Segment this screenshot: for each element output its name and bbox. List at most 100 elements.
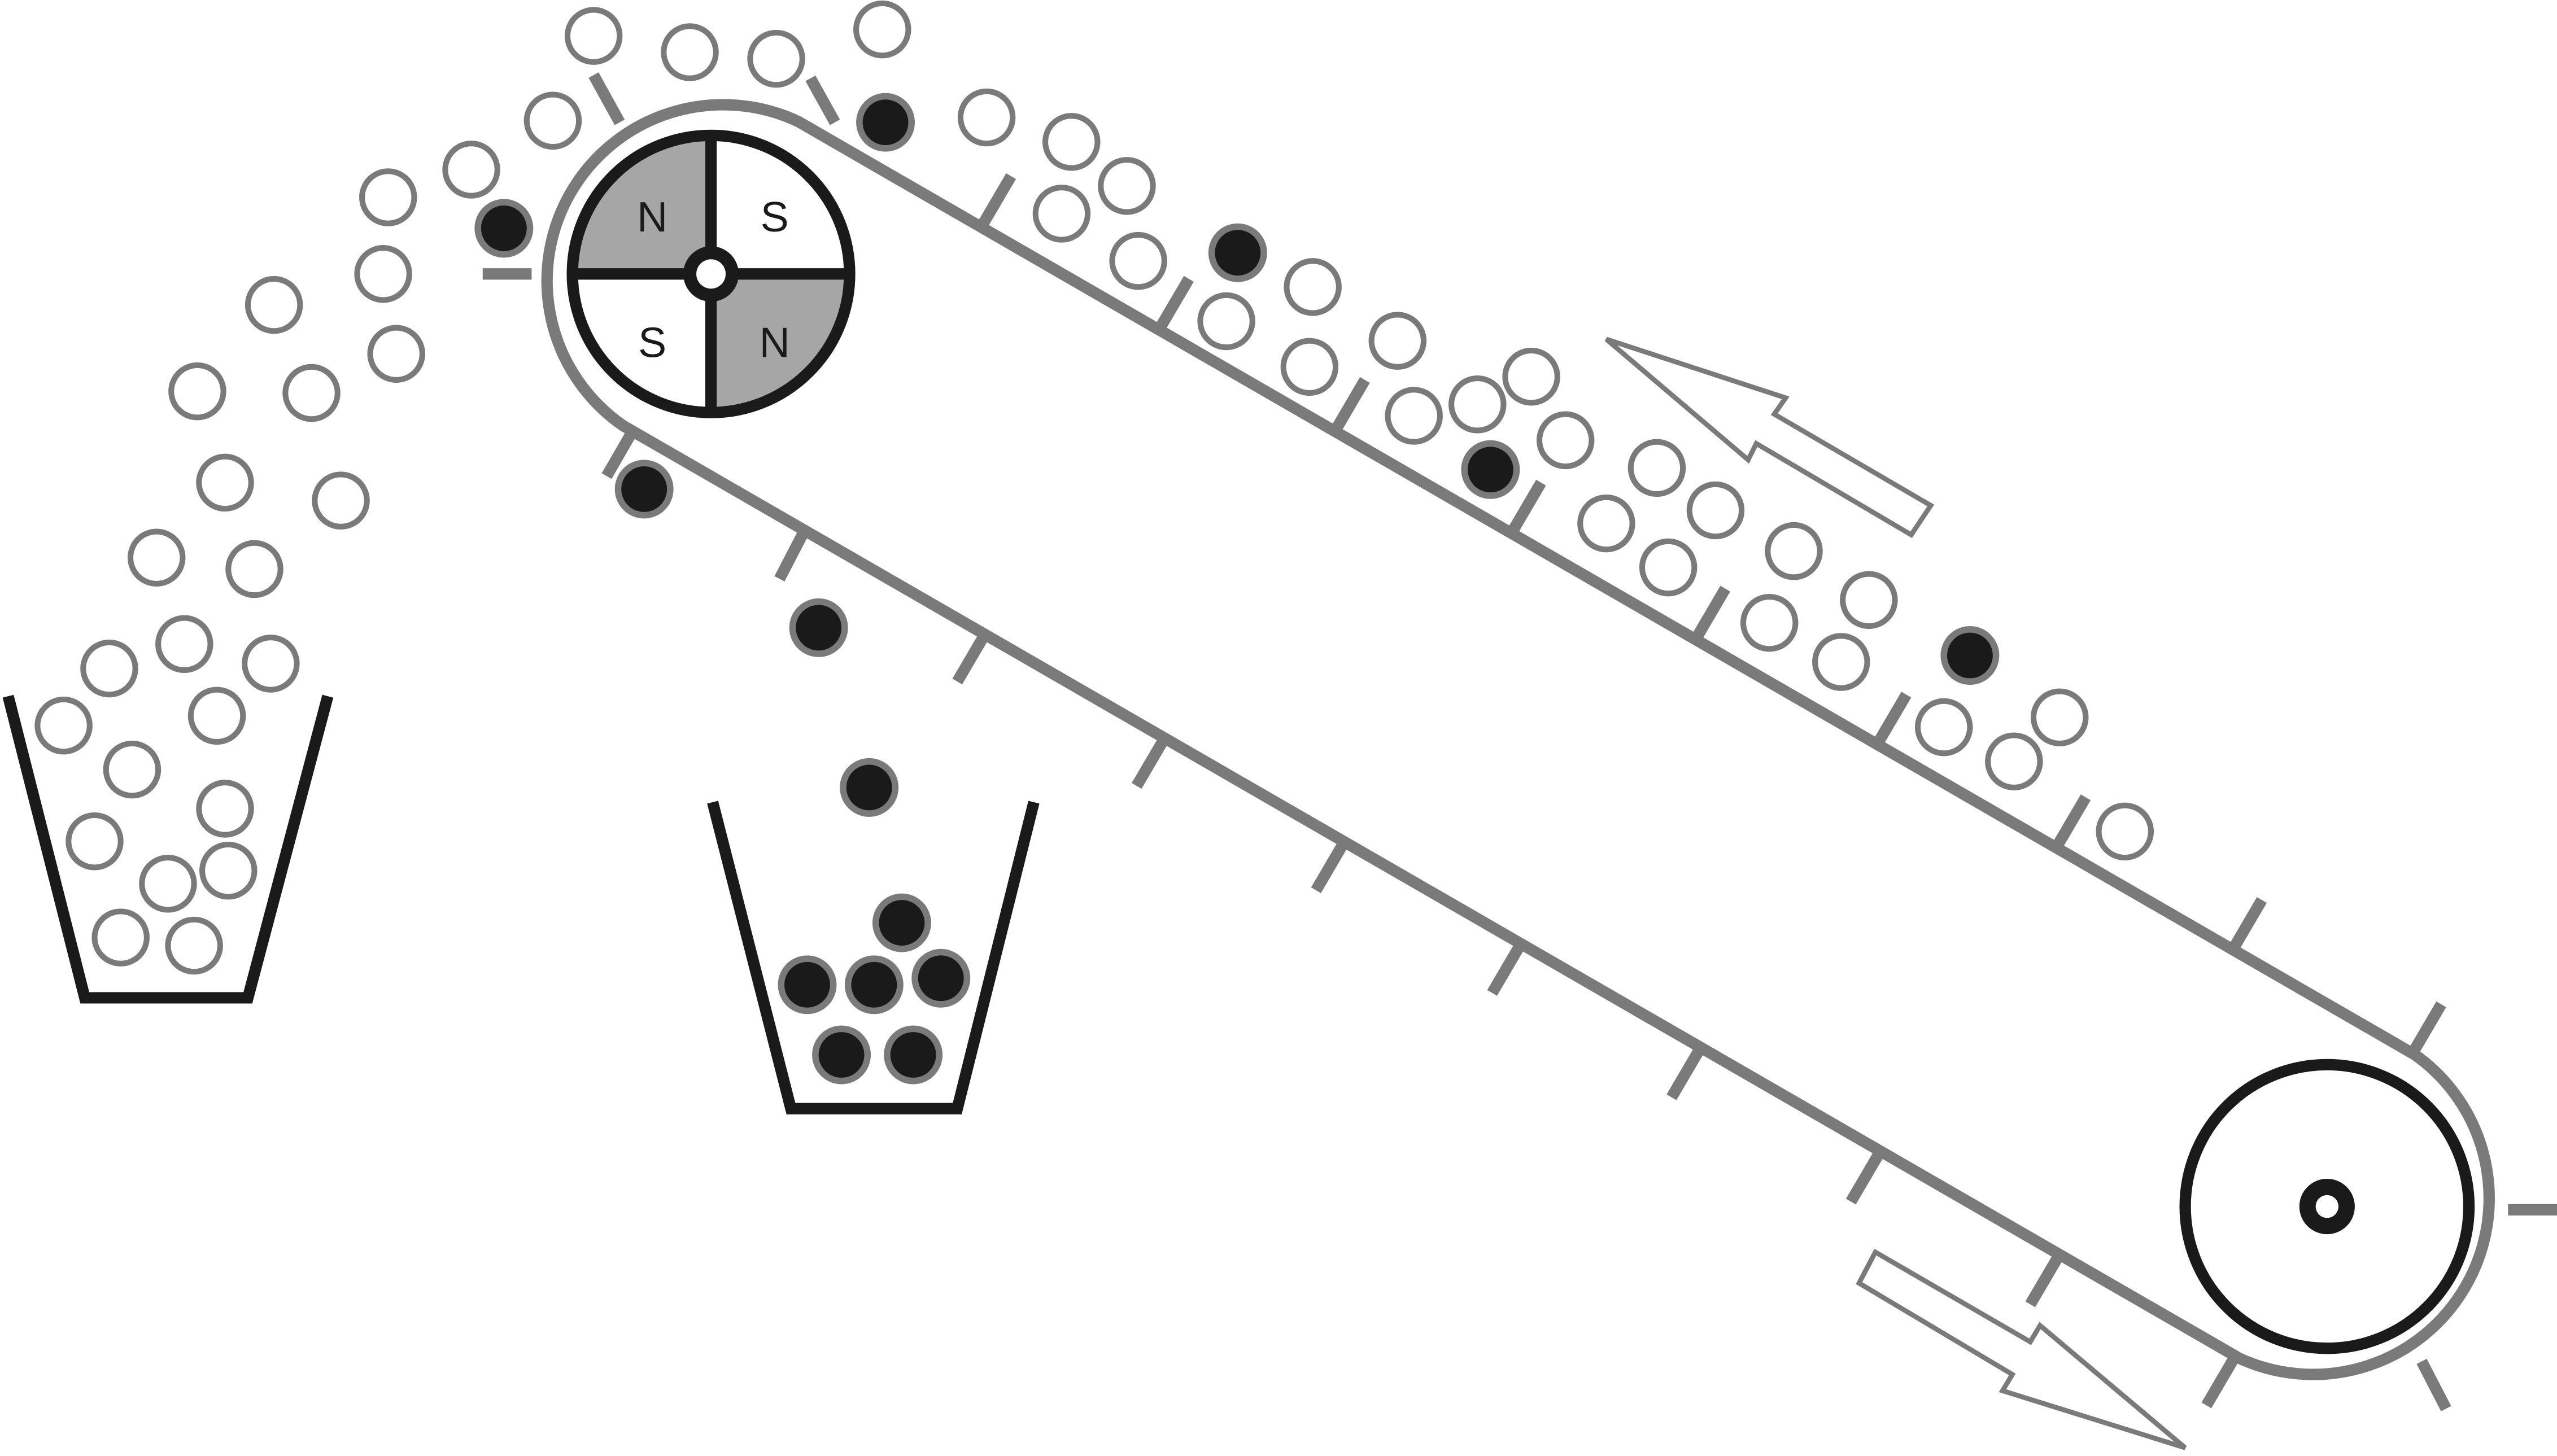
- magnetic-particle: [884, 1025, 943, 1085]
- nonmagnetic-particle: [747, 29, 805, 88]
- nonmagnetic-particle: [1840, 571, 1898, 629]
- magnetic-bin: [707, 801, 1040, 1114]
- nonmagnetic-particle: [91, 908, 150, 967]
- nonmagnetic-particle: [523, 91, 582, 150]
- nonmagnetic-particle: [957, 88, 1016, 147]
- belt-cleat: [1692, 585, 1730, 639]
- nonmagnetic-particle: [1639, 538, 1698, 597]
- belt-cleat: [2408, 1001, 2446, 1055]
- belt-cleat: [1132, 736, 1170, 789]
- nonmagnetic-particle: [1686, 481, 1745, 540]
- belt-cleat: [2229, 897, 2267, 951]
- nonmagnetic-particle: [127, 528, 186, 587]
- pole-label-top-right: S: [761, 193, 789, 241]
- belt-cleat: [978, 173, 1016, 226]
- magnetic-particle: [856, 93, 915, 152]
- nonmagnetic-particle: [1577, 494, 1635, 553]
- nonmagnetic-particle: [1197, 292, 1255, 351]
- nonmagnetic-bin: [2, 694, 334, 1004]
- nonmagnetic-particle: [661, 23, 719, 81]
- magnetic-particle: [1461, 440, 1520, 499]
- pole-label-bottom-left: S: [638, 319, 666, 366]
- belt-direction-arrow-up: [1604, 336, 1935, 539]
- nonmagnetic-particle: [1109, 231, 1167, 290]
- belt-cleat: [1845, 1151, 1884, 1205]
- belt-cleat: [2201, 1355, 2239, 1409]
- particles: [34, 0, 2154, 1085]
- nonmagnetic-particle: [103, 740, 162, 799]
- magnetic-particle: [844, 955, 904, 1015]
- nonmagnetic-particle: [1740, 593, 1799, 652]
- nonmagnetic-particle: [1368, 312, 1427, 370]
- magnetic-particle: [1940, 626, 2000, 685]
- nonmagnetic-particle: [564, 7, 623, 65]
- nonmagnetic-particle: [225, 540, 283, 598]
- pole-bottom-right: [711, 274, 850, 413]
- nonmagnetic-particle: [155, 615, 213, 674]
- nonmagnetic-particle: [354, 245, 412, 303]
- nonmagnetic-particle: [80, 639, 138, 698]
- nonmagnetic-particle: [853, 0, 911, 59]
- nonmagnetic-particle: [196, 453, 254, 512]
- nonmagnetic-particle: [187, 687, 246, 745]
- nonmagnetic-particle: [1502, 347, 1560, 406]
- nonmagnetic-particle: [196, 780, 254, 838]
- nonmagnetic-particle: [1914, 698, 1973, 757]
- magnetic-particle: [840, 758, 899, 817]
- belt-cleat: [1311, 840, 1349, 893]
- tail-pulley: [2179, 1059, 2475, 1354]
- belt-cleat: [952, 631, 990, 685]
- nonmagnetic-particle: [1448, 375, 1507, 434]
- pole-top-left: [572, 135, 712, 274]
- conveyor-belt: [541, 99, 2495, 1380]
- belt-cleat: [1666, 1047, 1704, 1100]
- magnetic-particle: [911, 948, 971, 1008]
- nonmagnetic-particle: [242, 635, 300, 693]
- magnetic-particle: [812, 1025, 871, 1085]
- nonmagnetic-particle: [1985, 732, 2043, 790]
- nonmagnetic-particle: [199, 841, 258, 900]
- nonmagnetic-particle: [165, 916, 223, 975]
- nonmagnetic-particle: [1627, 439, 1686, 497]
- nonmagnetic-particle: [367, 325, 425, 383]
- nonmagnetic-particle: [1032, 185, 1091, 243]
- magnetic-particle: [778, 955, 837, 1015]
- nonmagnetic-particle: [1385, 387, 1443, 445]
- nonmagnetic-particle: [2030, 688, 2089, 746]
- nonmagnetic-particle: [1812, 633, 1870, 691]
- belt-cleat: [588, 72, 625, 125]
- belt-cleat: [1487, 942, 1525, 996]
- nonmagnetic-particle: [1098, 157, 1156, 215]
- belt-cleat: [601, 431, 636, 479]
- nonmagnetic-particle: [282, 364, 341, 422]
- nonmagnetic-particle: [312, 471, 370, 530]
- belt-cleat: [1873, 692, 1912, 745]
- magnetic-particle: [789, 598, 848, 657]
- belt-cleat: [2416, 1358, 2451, 1411]
- nonmagnetic-particle: [139, 855, 197, 913]
- magnetic-particle: [614, 460, 674, 519]
- belt-cleat: [1508, 479, 1546, 533]
- magnetic-particle: [474, 199, 534, 258]
- magnetic-drum: N S S N: [566, 129, 856, 418]
- magnetic-particle: [1208, 223, 1267, 282]
- nonmagnetic-particle: [34, 696, 93, 755]
- belt-cleats: [482, 72, 2557, 1411]
- pole-label-top-left: N: [637, 193, 667, 241]
- belt-cleat: [1156, 276, 1194, 329]
- nonmagnetic-particle: [359, 168, 417, 226]
- nonmagnetic-particle: [245, 276, 303, 334]
- nonmagnetic-particle: [66, 812, 124, 871]
- pole-label-bottom-right: N: [760, 319, 790, 366]
- nonmagnetic-particle: [168, 362, 226, 421]
- nonmagnetic-particle: [2096, 802, 2154, 861]
- belt-cleat: [774, 528, 809, 581]
- belt-cleat: [1332, 377, 1370, 430]
- belt-direction-arrow-down: [1856, 1248, 2187, 1450]
- nonmagnetic-particle: [442, 141, 500, 199]
- nonmagnetic-particle: [1536, 411, 1595, 470]
- belt-cleat: [805, 75, 840, 125]
- nonmagnetic-particle: [1765, 522, 1823, 580]
- belt-cleat: [2025, 1254, 2063, 1308]
